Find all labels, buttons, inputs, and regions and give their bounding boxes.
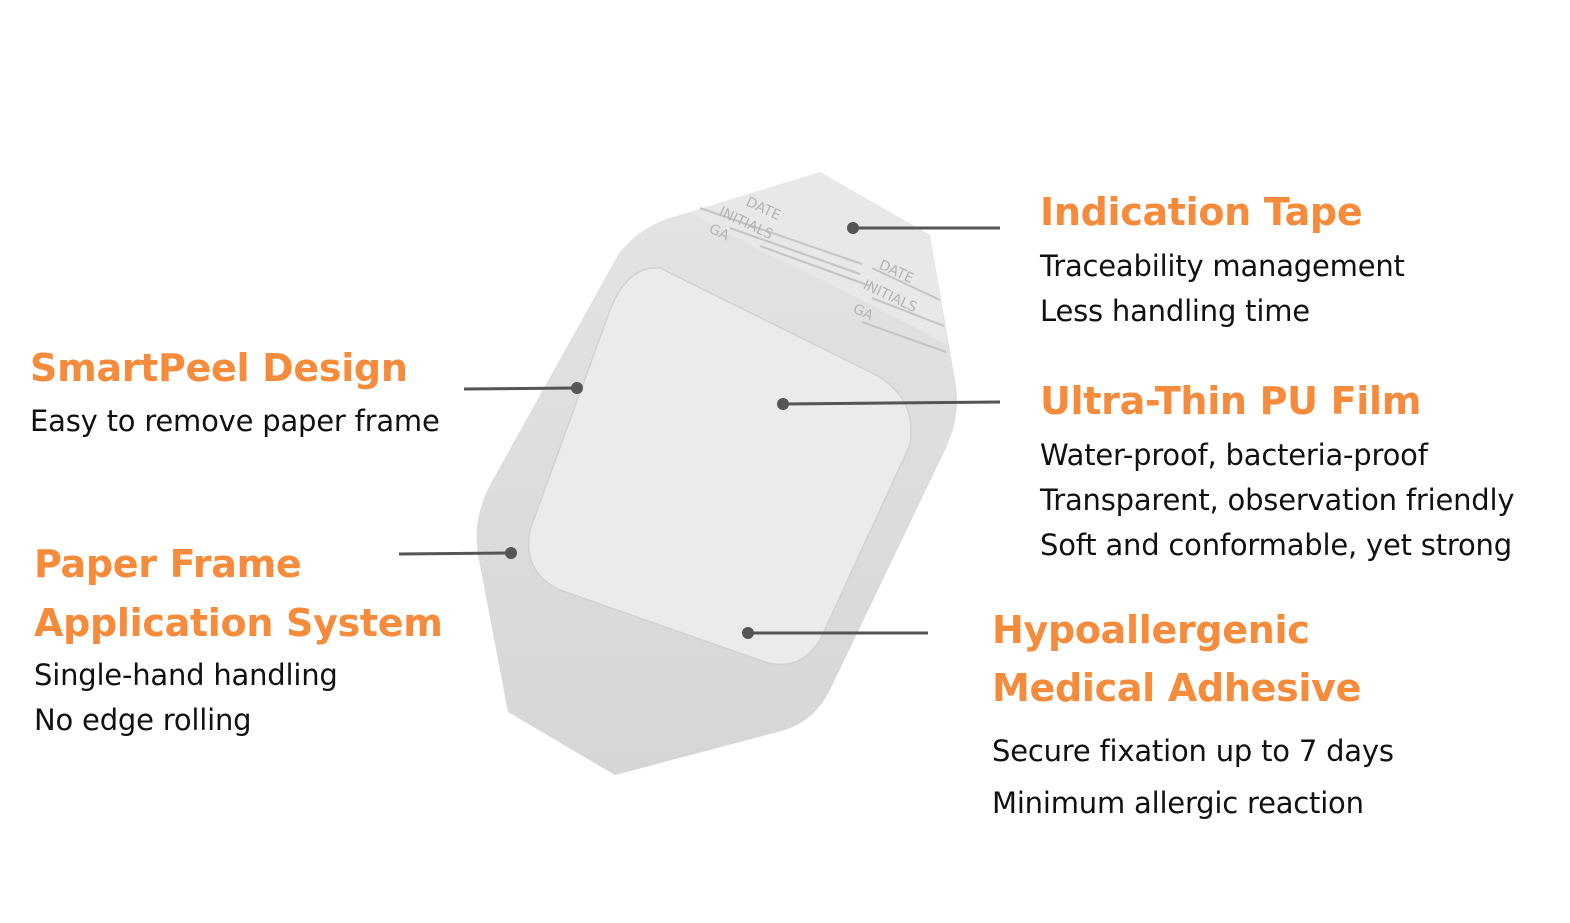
- tape-ga-2: GA: [850, 301, 876, 324]
- callout-paper-frame: Paper Frame Application System Single-ha…: [34, 535, 443, 743]
- dot-smartpeel: [571, 382, 583, 394]
- smartpeel-line-1: Easy to remove paper frame: [30, 404, 440, 438]
- leader-dots: [505, 222, 859, 639]
- callout-indication-tape: Indication Tape Traceability management …: [1040, 183, 1405, 334]
- smartpeel-title: SmartPeel Design: [30, 346, 408, 390]
- leader-ultrathin: [782, 400, 1001, 406]
- smartpeel-description: Easy to remove paper frame: [30, 399, 440, 444]
- hypo-line-1: Secure fixation up to 7 days: [992, 734, 1394, 768]
- indication-tape-title: Indication Tape: [1040, 190, 1363, 234]
- leader-paperframe: [398, 551, 512, 556]
- paper-frame-title-line-2: Application System: [34, 601, 443, 645]
- dot-indication: [847, 222, 859, 234]
- leader-smartpeel: [463, 386, 578, 391]
- paper-frame-line-2: No edge rolling: [34, 703, 252, 737]
- indication-tape-description: Traceability management Less handling ti…: [1040, 244, 1405, 334]
- hypo-line-2: Minimum allergic reaction: [992, 786, 1364, 820]
- paper-frame-title-line-1: Paper Frame: [34, 542, 302, 586]
- ultra-thin-film-line-2: Transparent, observation friendly: [1040, 483, 1515, 517]
- film-window: [527, 267, 912, 666]
- ultra-thin-film-line-1: Water-proof, bacteria-proof: [1040, 438, 1428, 472]
- ultra-thin-film-line-3: Soft and conformable, yet strong: [1040, 528, 1512, 562]
- indication-tape-line-1: Traceability management: [1040, 249, 1405, 283]
- dot-paperframe: [505, 547, 517, 559]
- dot-hypo: [742, 627, 754, 639]
- callout-ultra-thin-film: Ultra-Thin PU Film Water-proof, bacteria…: [1040, 372, 1514, 568]
- callout-hypoallergenic-adhesive: Hypoallergenic Medical Adhesive Secure f…: [992, 601, 1394, 829]
- hypo-title-line-1: Hypoallergenic: [992, 608, 1310, 652]
- tape-guide-lines: [699, 207, 947, 353]
- indication-tape-line-2: Less handling time: [1040, 294, 1310, 328]
- dot-ultrathin: [777, 398, 789, 410]
- ultra-thin-film-description: Water-proof, bacteria-proof Transparent,…: [1040, 433, 1514, 568]
- hypo-description: Secure fixation up to 7 days Minimum all…: [992, 725, 1394, 829]
- callout-smartpeel-design: SmartPeel Design Easy to remove paper fr…: [30, 339, 440, 444]
- tape-ga-1: GA: [706, 221, 732, 244]
- leader-lines: [398, 226, 1001, 635]
- ultra-thin-film-title: Ultra-Thin PU Film: [1040, 379, 1422, 423]
- paper-frame-line-1: Single-hand handling: [34, 658, 338, 692]
- hypo-title-line-2: Medical Adhesive: [992, 666, 1362, 710]
- paper-frame-description: Single-hand handling No edge rolling: [34, 653, 443, 743]
- smartpeel-notch: [590, 378, 634, 418]
